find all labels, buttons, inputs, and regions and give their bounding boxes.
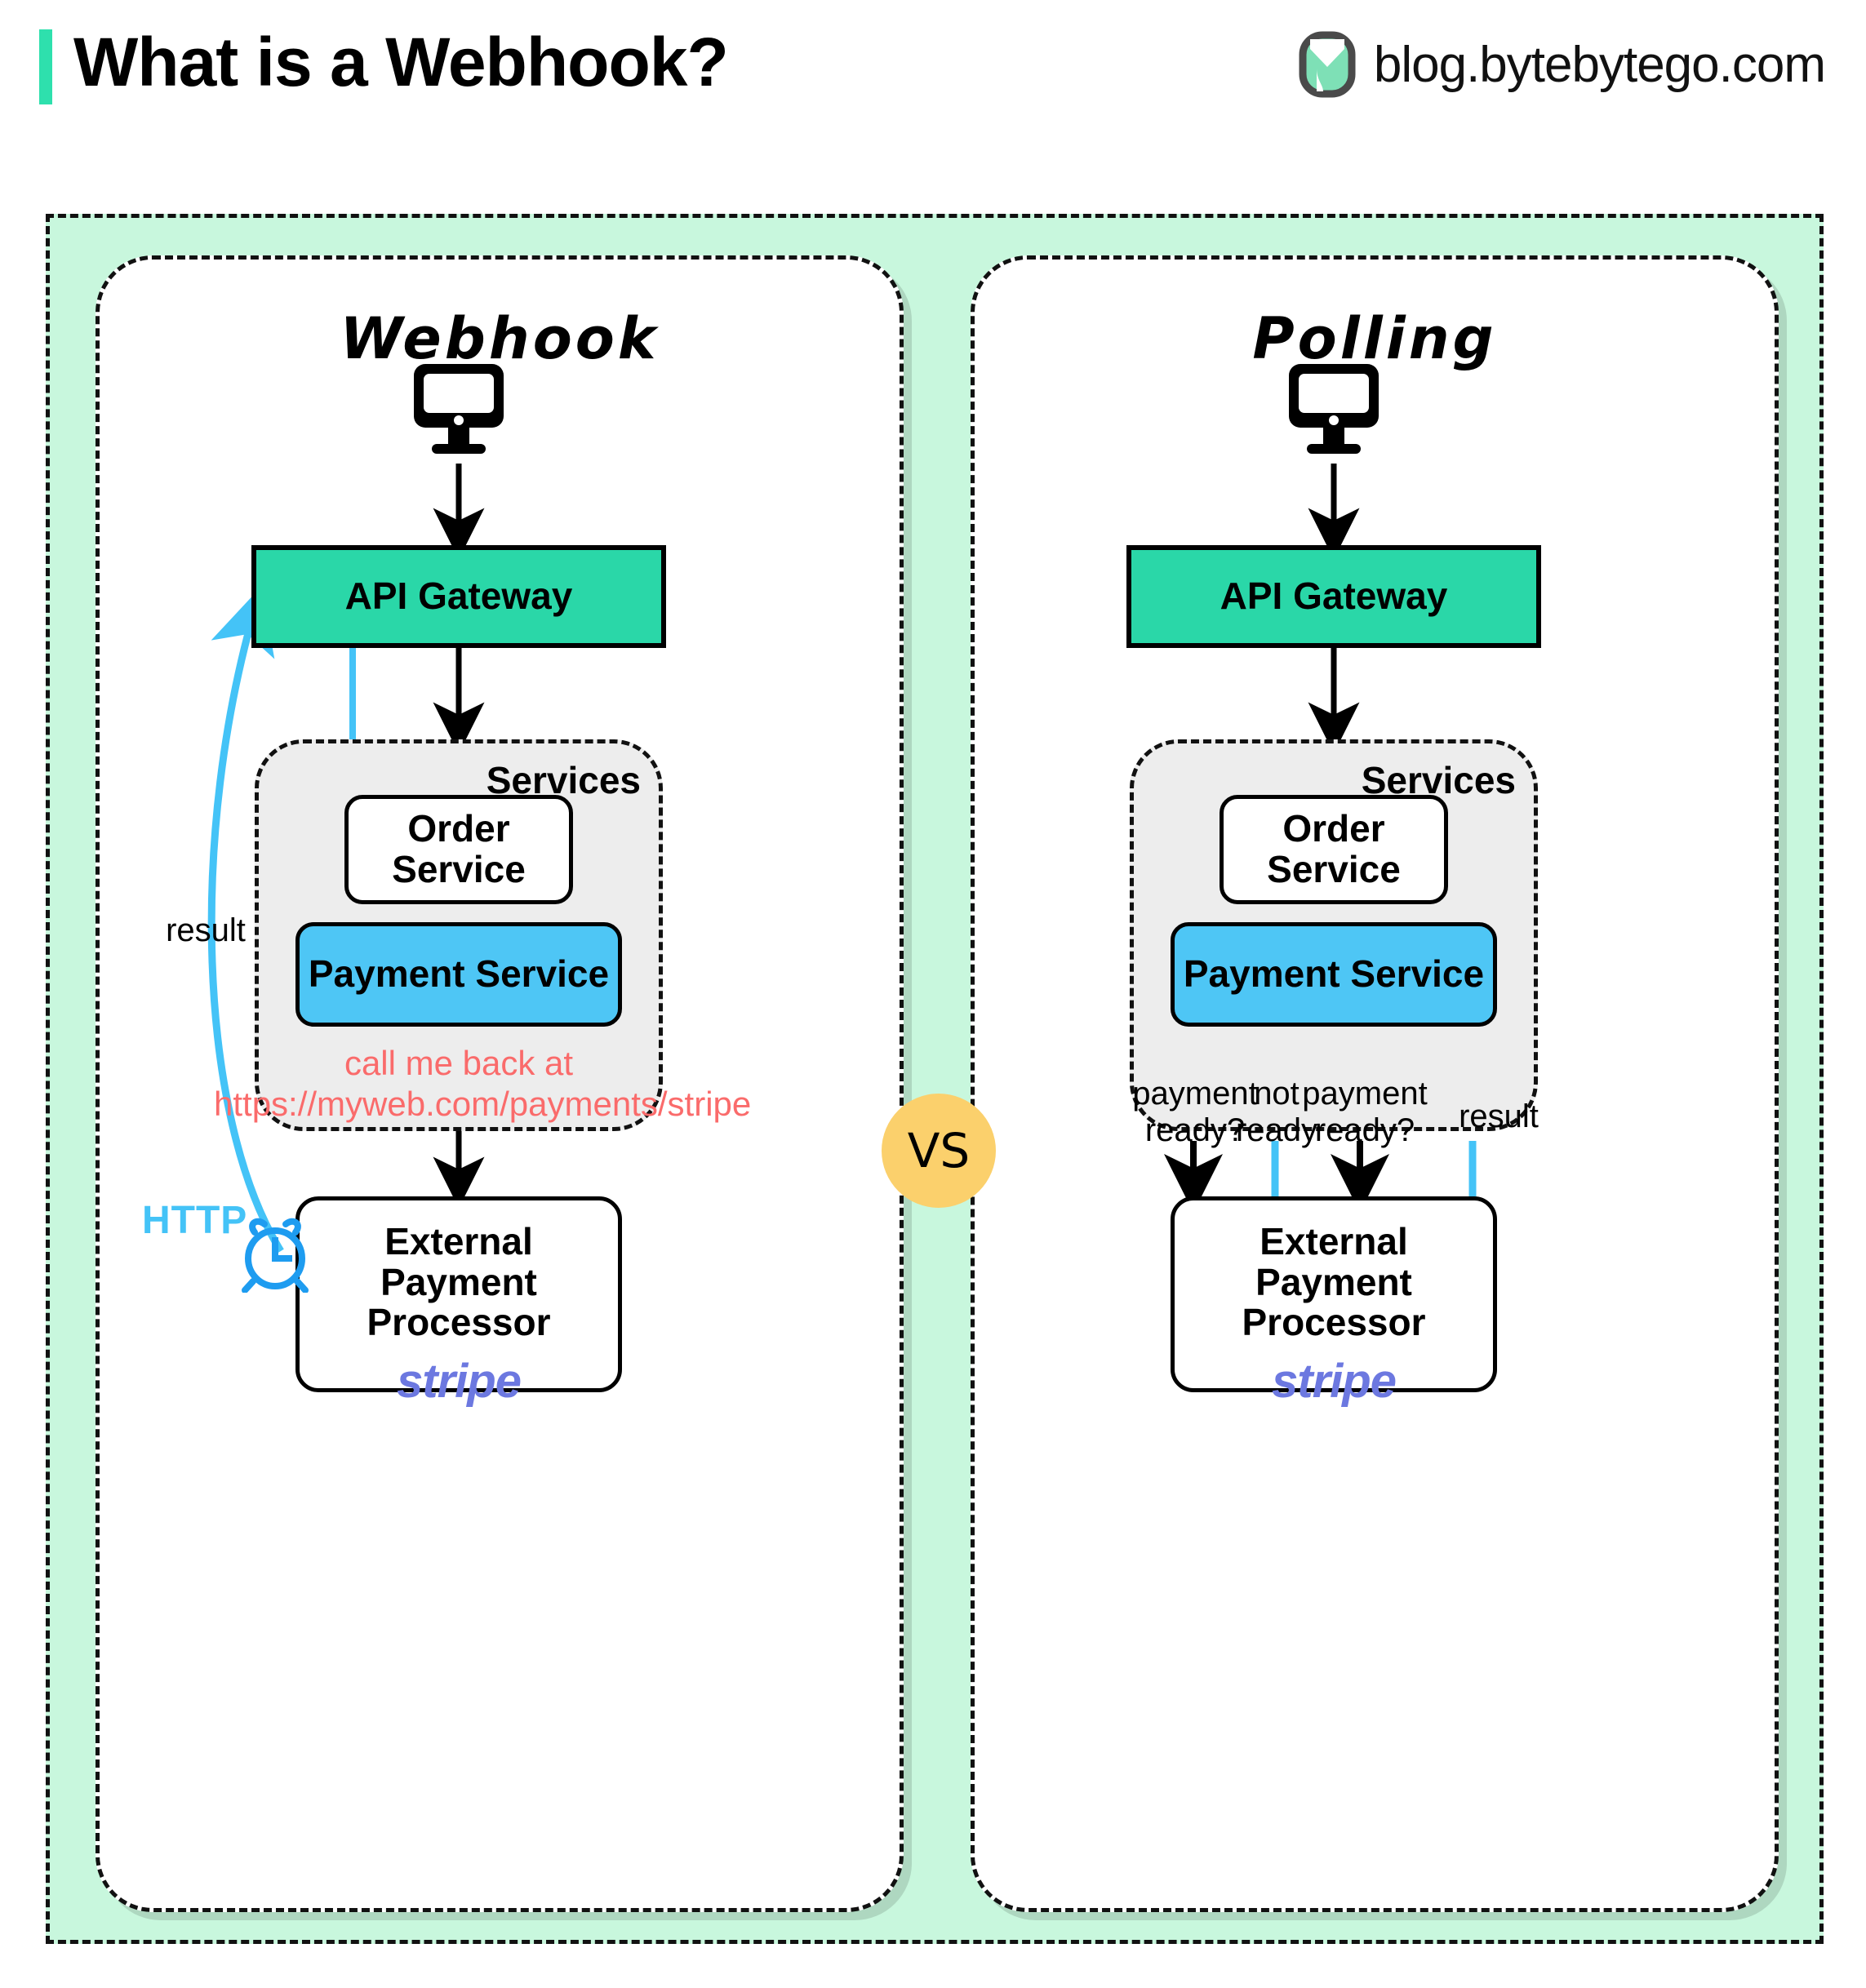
external-processor-title-polling: External Payment Processor [1242, 1220, 1426, 1344]
http-label-webhook: HTTP [142, 1199, 248, 1242]
callback-url-label: call me back at https://myweb.com/paymen… [214, 1044, 752, 1123]
order-service-box-polling[interactable]: Order Service [1220, 795, 1448, 904]
panel-title-webhook: Webhook [340, 305, 660, 372]
stripe-logo-polling: stripe [1272, 1355, 1397, 1409]
services-label-polling: Services [1361, 759, 1516, 801]
poll-label-1: payment ready? [1132, 1076, 1258, 1148]
monitor-icon [1289, 364, 1379, 454]
brand-text: blog.bytebytego.com [1373, 36, 1826, 93]
external-processor-box-polling[interactable]: External Payment Processor stripe [1171, 1196, 1497, 1407]
title-accent-bar [39, 29, 52, 104]
panel-title-polling: Polling [1252, 305, 1497, 372]
monitor-icon [414, 364, 504, 454]
panel-webhook: Webhook [96, 255, 904, 1912]
bytebytego-logo-icon [1299, 31, 1356, 98]
vs-badge: VS [882, 1094, 996, 1208]
payment-service-box-polling[interactable]: Payment Service [1171, 922, 1497, 1027]
brand-watermark: blog.bytebytego.com [1299, 31, 1826, 98]
stripe-logo-webhook: stripe [397, 1355, 522, 1409]
api-gateway-box-polling[interactable]: API Gateway [1126, 545, 1541, 648]
order-service-box-webhook[interactable]: Order Service [344, 795, 573, 904]
external-processor-box-webhook[interactable]: External Payment Processor stripe [295, 1196, 622, 1407]
api-gateway-box-webhook[interactable]: API Gateway [251, 545, 666, 648]
diagram-frame: Webhook [46, 214, 1824, 1944]
page-header: What is a Webhook? blog.bytebytego.com [0, 0, 1866, 139]
result-label-webhook: result [166, 912, 246, 948]
poll-label-4: result [1459, 1098, 1539, 1134]
poll-label-2: not ready [1235, 1076, 1318, 1148]
page-title: What is a Webhook? [73, 24, 729, 100]
alarm-clock-icon [242, 1218, 309, 1293]
external-processor-title-webhook: External Payment Processor [367, 1220, 551, 1344]
panel-polling: Polling [971, 255, 1779, 1912]
services-label-webhook: Services [486, 759, 641, 801]
payment-service-box-webhook[interactable]: Payment Service [295, 922, 622, 1027]
poll-label-3: payment ready? [1302, 1076, 1428, 1148]
